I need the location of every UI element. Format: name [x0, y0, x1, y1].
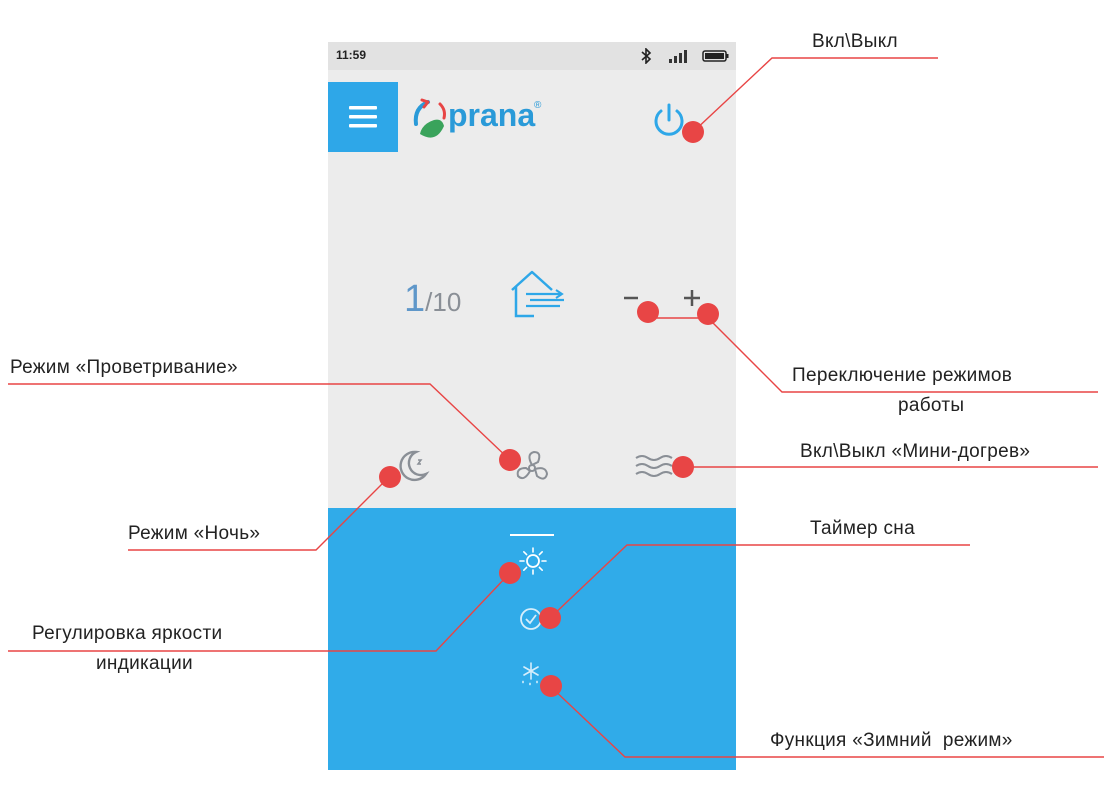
- logo-registered-mark: ®: [534, 100, 542, 111]
- power-icon: [654, 103, 684, 136]
- speed-current: 1: [404, 278, 426, 320]
- speed-minus-button[interactable]: [620, 286, 644, 310]
- callout-sleep-timer: Таймер сна: [810, 518, 915, 539]
- callout-mode-switch-line2: работы: [898, 395, 965, 416]
- night-mode-button[interactable]: [392, 446, 432, 486]
- clock-check-icon: [520, 608, 542, 630]
- fan-icon: [516, 450, 549, 480]
- bottom-settings-panel: [328, 508, 736, 770]
- plus-icon: [684, 290, 700, 306]
- snowflake-icon: [522, 662, 539, 686]
- bluetooth-icon: [641, 48, 652, 64]
- callout-night: Режим «Ночь»: [128, 523, 261, 544]
- logo-text: prana: [448, 97, 535, 133]
- brightness-button[interactable]: [518, 546, 548, 576]
- menu-icon: [349, 106, 377, 128]
- house-airflow-icon: [511, 270, 564, 318]
- winter-mode-button[interactable]: [516, 660, 546, 690]
- callout-brightness-line1: Регулировка яркости: [32, 623, 223, 644]
- moon-icon: [399, 450, 430, 482]
- callout-winter: Функция «Зимний режим»: [770, 730, 1013, 751]
- speed-readout: 1/10: [404, 278, 461, 321]
- panel-tab-indicator: [510, 534, 554, 536]
- callout-ventilation: Режим «Проветривание»: [10, 357, 238, 378]
- phone-screen: 11:59 prana ®: [328, 42, 736, 770]
- speed-plus-button[interactable]: [680, 286, 704, 310]
- prana-logo: prana ®: [406, 90, 606, 149]
- sleep-timer-button[interactable]: [518, 606, 544, 632]
- callout-mini-heat: Вкл\Выкл «Мини-догрев»: [800, 441, 1031, 462]
- speed-max: /10: [425, 287, 462, 317]
- status-bar: 11:59: [328, 42, 736, 70]
- ventilation-mode-button[interactable]: [510, 446, 554, 490]
- status-time: 11:59: [336, 48, 367, 62]
- callout-power: Вкл\Выкл: [812, 31, 898, 52]
- callout-mode-switch-line1: Переключение режимов: [792, 365, 1013, 386]
- callout-brightness-line2: индикации: [96, 653, 193, 674]
- minus-icon: [624, 296, 638, 300]
- battery-icon: [702, 50, 729, 62]
- power-button[interactable]: [646, 98, 692, 144]
- waves-icon: [635, 455, 673, 477]
- sun-brightness-icon: [519, 547, 547, 575]
- signal-icon: [669, 50, 687, 63]
- menu-button[interactable]: [328, 82, 398, 152]
- airflow-mode-indicator: [504, 264, 570, 326]
- mini-heat-button[interactable]: [634, 450, 678, 482]
